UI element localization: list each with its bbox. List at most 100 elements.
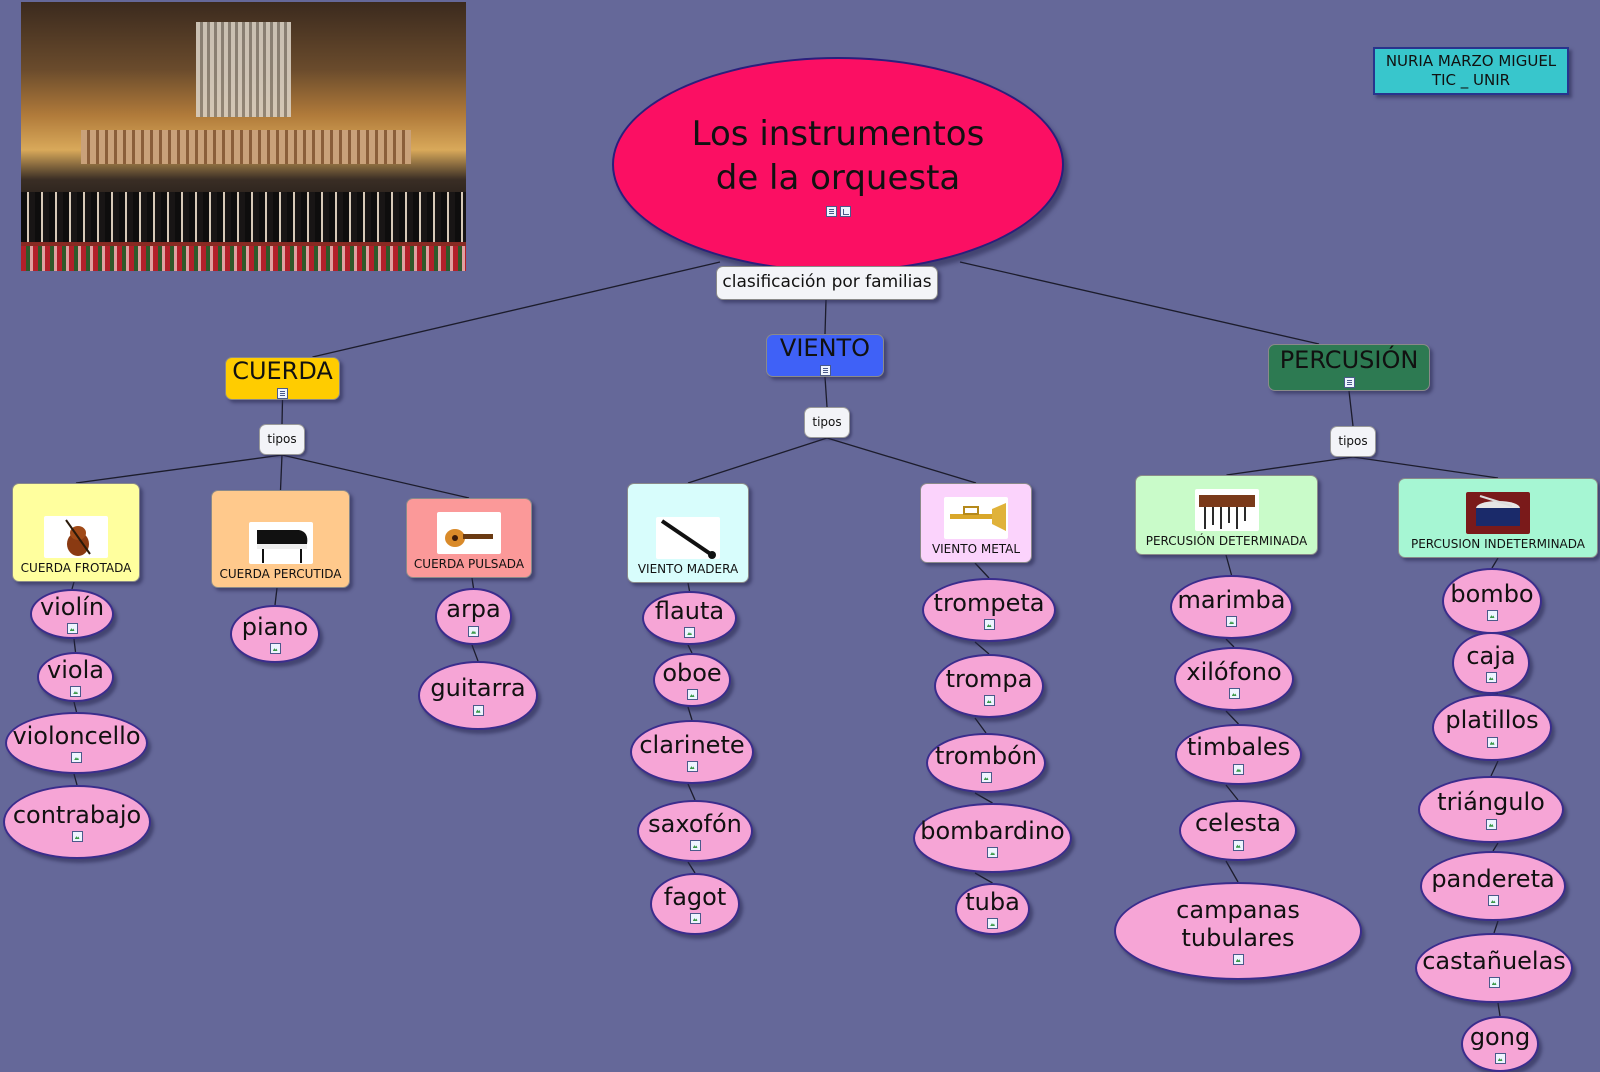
instrument-percusion-0-1[interactable]: xilófono	[1174, 647, 1294, 711]
image-resource-icon[interactable]	[269, 643, 281, 655]
instrument-percusion-1-4[interactable]: pandereta	[1420, 851, 1566, 921]
link-label-families: clasificación por familias	[716, 266, 938, 300]
type-cuerda-1[interactable]: CUERDA PERCUTIDA	[211, 490, 350, 588]
instrument-label: tuba	[965, 887, 1020, 916]
document-resource-icon[interactable]	[277, 387, 288, 399]
concept-map-resource-icon[interactable]	[839, 206, 851, 218]
instrument-cuerda-1-0[interactable]: piano	[230, 605, 320, 663]
image-resource-icon[interactable]	[689, 840, 701, 852]
family-percusion[interactable]: PERCUSIÓN	[1268, 344, 1430, 391]
image-resource-icon[interactable]	[1232, 839, 1244, 851]
instrument-percusion-1-6[interactable]: gong	[1461, 1016, 1539, 1072]
link-instrument	[1491, 557, 1499, 569]
instrument-viento-1-4[interactable]: tuba	[955, 883, 1030, 935]
image-resource-icon[interactable]	[1487, 895, 1499, 907]
link-tipos-type	[281, 454, 470, 499]
image-resource-icon[interactable]	[1486, 610, 1498, 622]
image-resource-icon[interactable]	[987, 847, 998, 859]
image-resource-icon[interactable]	[1232, 954, 1244, 966]
instrument-label: flauta	[654, 596, 725, 625]
instrument-percusion-0-0[interactable]: marimba	[1170, 575, 1293, 639]
link-tipos-type	[687, 437, 828, 484]
image-resource-icon[interactable]	[1488, 977, 1500, 989]
image-resource-icon[interactable]	[1486, 736, 1498, 748]
image-resource-icon[interactable]	[686, 761, 698, 773]
type-cuerda-0[interactable]: CUERDA FROTADA	[12, 483, 140, 582]
image-resource-icon[interactable]	[983, 695, 995, 707]
title-ellipse[interactable]: Los instrumentos de la orquesta	[612, 57, 1064, 272]
document-resource-icon[interactable]	[825, 206, 837, 218]
instrument-viento-0-0[interactable]: flauta	[642, 591, 737, 645]
instrument-viento-0-2[interactable]: clarinete	[630, 720, 754, 784]
image-resource-icon[interactable]	[1485, 818, 1497, 830]
image-resource-icon[interactable]	[987, 918, 998, 930]
image-resource-icon[interactable]	[472, 704, 484, 716]
instrument-viento-1-3[interactable]: bombardino	[913, 803, 1072, 873]
image-resource-icon[interactable]	[1233, 763, 1244, 775]
image-resource-icon[interactable]	[71, 831, 83, 843]
image-resource-icon[interactable]	[1226, 616, 1237, 628]
instrument-viento-1-0[interactable]: trompeta	[922, 578, 1056, 642]
instrument-cuerda-0-3[interactable]: contrabajo	[3, 785, 151, 859]
instrument-cuerda-0-1[interactable]: viola	[37, 652, 114, 702]
document-resource-icon[interactable]	[1343, 376, 1355, 388]
image-resource-icon[interactable]	[71, 752, 82, 764]
instrument-percusion-1-1[interactable]: caja	[1452, 632, 1530, 694]
instrument-label: oboe	[662, 658, 722, 687]
instrument-percusion-1-0[interactable]: bombo	[1442, 568, 1542, 634]
link-instrument	[974, 562, 990, 579]
instrument-percusion-1-3[interactable]: triángulo	[1418, 776, 1564, 843]
image-resource-icon[interactable]	[468, 625, 479, 637]
instrument-cuerda-2-1[interactable]: guitarra	[418, 661, 538, 730]
instrument-viento-1-2[interactable]: trombón	[926, 733, 1046, 793]
type-label: CUERDA PULSADA	[413, 557, 525, 572]
family-cuerda[interactable]: CUERDA	[225, 357, 340, 400]
instrument-label: violoncello	[12, 721, 141, 750]
type-percusion-1[interactable]: PERCUSION INDETERMINADA	[1398, 478, 1598, 558]
link-instrument	[687, 783, 696, 801]
link-instrument	[687, 861, 696, 874]
image-resource-icon[interactable]	[686, 689, 698, 701]
type-viento-1[interactable]: VIENTO METAL	[920, 483, 1032, 563]
image-resource-icon[interactable]	[1494, 1053, 1506, 1065]
instrument-viento-1-1[interactable]: trompa	[934, 654, 1044, 718]
family-label-cuerda: CUERDA	[232, 357, 333, 386]
instrument-label: trompeta	[933, 588, 1045, 617]
image-resource-icon[interactable]	[66, 623, 78, 635]
author-course: TIC _ UNIR	[1431, 71, 1511, 89]
instrument-label: bombardino	[920, 816, 1065, 845]
instrument-label: clarinete	[639, 730, 745, 759]
instrument-label: trompa	[945, 664, 1033, 693]
document-resource-icon[interactable]	[819, 364, 831, 376]
type-viento-0[interactable]: VIENTO MADERA	[627, 483, 749, 583]
type-percusion-0[interactable]: PERCUSIÓN DETERMINADA	[1135, 475, 1318, 555]
instrument-percusion-1-2[interactable]: platillos	[1432, 694, 1552, 761]
instrument-viento-0-3[interactable]: saxofón	[637, 800, 753, 862]
instrument-cuerda-0-2[interactable]: violoncello	[5, 712, 148, 774]
instrument-percusion-0-3[interactable]: celesta	[1179, 800, 1297, 861]
image-resource-icon[interactable]	[684, 627, 695, 639]
link-instrument	[1225, 638, 1235, 648]
image-resource-icon[interactable]	[1228, 688, 1240, 700]
image-resource-icon[interactable]	[980, 772, 992, 784]
instrument-viento-0-4[interactable]: fagot	[650, 873, 740, 935]
type-cuerda-2[interactable]: CUERDA PULSADA	[406, 498, 532, 578]
link-instrument	[1225, 710, 1239, 725]
instrument-viento-0-1[interactable]: oboe	[653, 653, 731, 707]
type-label: PERCUSION INDETERMINADA	[1410, 537, 1586, 552]
instrument-percusion-0-4[interactable]: campanas tubulares	[1114, 882, 1362, 980]
family-viento[interactable]: VIENTO	[766, 334, 884, 377]
clarinet-icon	[656, 517, 720, 560]
instrument-percusion-1-5[interactable]: castañuelas	[1415, 933, 1573, 1003]
image-resource-icon[interactable]	[70, 686, 81, 698]
image-resource-icon[interactable]	[983, 619, 995, 631]
image-resource-icon[interactable]	[1485, 672, 1497, 684]
instrument-cuerda-2-0[interactable]: arpa	[435, 588, 512, 645]
image-resource-icon[interactable]	[689, 913, 701, 925]
link-instrument	[687, 582, 691, 592]
link-instrument	[1493, 920, 1499, 934]
instrument-cuerda-0-0[interactable]: violín	[30, 589, 114, 639]
instrument-label: saxofón	[648, 809, 742, 838]
instrument-percusion-0-2[interactable]: timbales	[1175, 724, 1302, 785]
